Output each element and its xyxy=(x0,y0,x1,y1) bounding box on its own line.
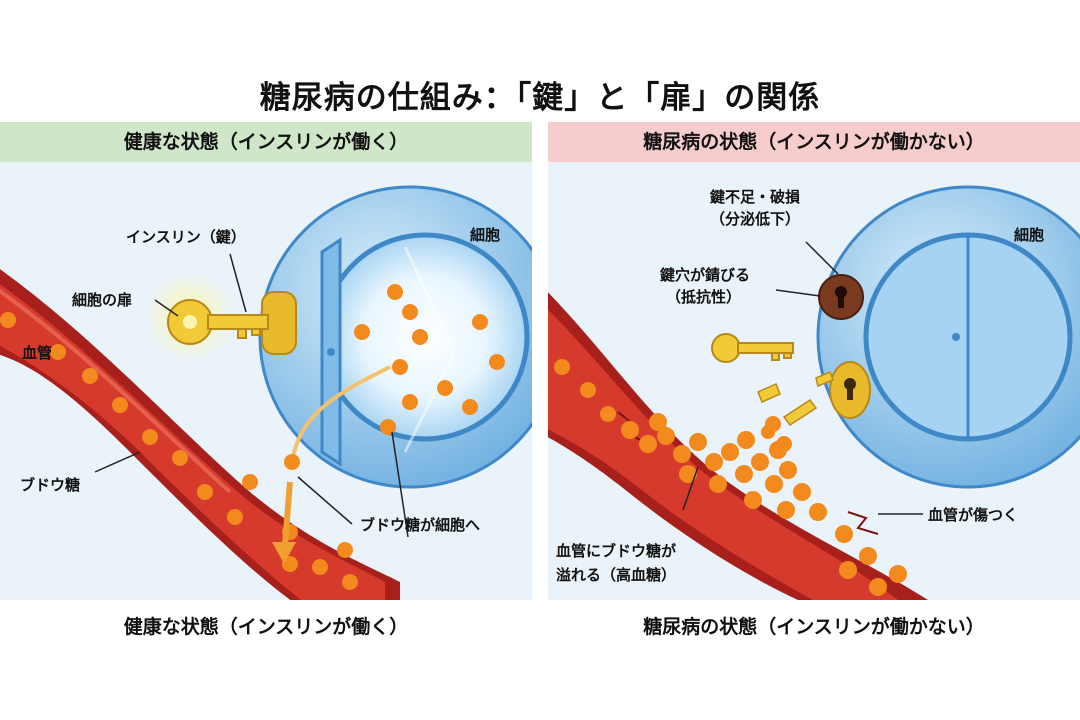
glucose-label: ブドウ糖 xyxy=(20,476,80,494)
cell-glucose xyxy=(354,284,505,435)
healthy-illustration: インスリン（鍵） 細胞の扉 細胞 血管 ブドウ糖 ブドウ糖が細胞へ xyxy=(0,185,532,600)
key-shortage-sub-label: （分泌低下） xyxy=(710,210,800,228)
cell-label-right: 細胞 xyxy=(1014,226,1044,244)
leader-lines xyxy=(94,253,409,538)
page-title: 糖尿病の仕組み：「鍵」と「扉」の関係 xyxy=(259,80,821,116)
excess-glucose xyxy=(554,359,907,596)
diabetic-panel: 糖尿病の状態（インスリンが働かない） xyxy=(548,122,1080,600)
rusty-keyhole xyxy=(818,274,864,320)
vessel-damage-label: 血管が傷つく xyxy=(928,506,1018,524)
glucose-to-cell-label: ブドウ糖が細胞へ xyxy=(360,516,480,534)
healthy-header: 健康な状態（インスリンが働く） xyxy=(0,122,532,162)
closed-cell xyxy=(816,185,1080,489)
glucose-path-arrow xyxy=(272,365,391,564)
insulin-key-label: インスリン（鍵） xyxy=(126,228,246,246)
cell-door-label: 細胞の扉 xyxy=(72,291,132,309)
healthy-panel: 健康な状態（インスリンが働く） xyxy=(0,122,532,600)
diabetic-illustration: 鍵不足・破損 （分泌低下） 鍵穴が錆びる （抵抗性） 細胞 血管が傷つく 血管に… xyxy=(548,185,1080,600)
overflow-label: 血管にブドウ糖が xyxy=(556,542,677,560)
keyhole-rust-sub-label: （抵抗性） xyxy=(666,288,741,306)
diabetic-header: 糖尿病の状態（インスリンが働かない） xyxy=(548,122,1080,162)
vessel-glucose xyxy=(0,312,358,590)
insulin-key xyxy=(145,272,297,362)
vessel-label: 血管 xyxy=(22,344,52,362)
overflow-sub-label: 溢れる（高血糖） xyxy=(556,566,676,584)
lock-keyhole xyxy=(829,361,871,419)
key-shortage-label: 鍵不足・破損 xyxy=(710,188,801,206)
healthy-caption: 健康な状態（インスリンが働く） xyxy=(123,616,409,638)
leader-lines-right xyxy=(682,241,923,515)
broken-key-pieces xyxy=(757,371,834,452)
open-cell-door xyxy=(320,237,342,467)
diabetic-caption: 糖尿病の状態（インスリンが働かない） xyxy=(643,616,985,638)
blood-vessel xyxy=(0,269,400,600)
small-key xyxy=(711,333,794,363)
cell-label: 細胞 xyxy=(470,226,500,244)
keyhole-rust-label: 鍵穴が錆びる xyxy=(660,266,750,284)
